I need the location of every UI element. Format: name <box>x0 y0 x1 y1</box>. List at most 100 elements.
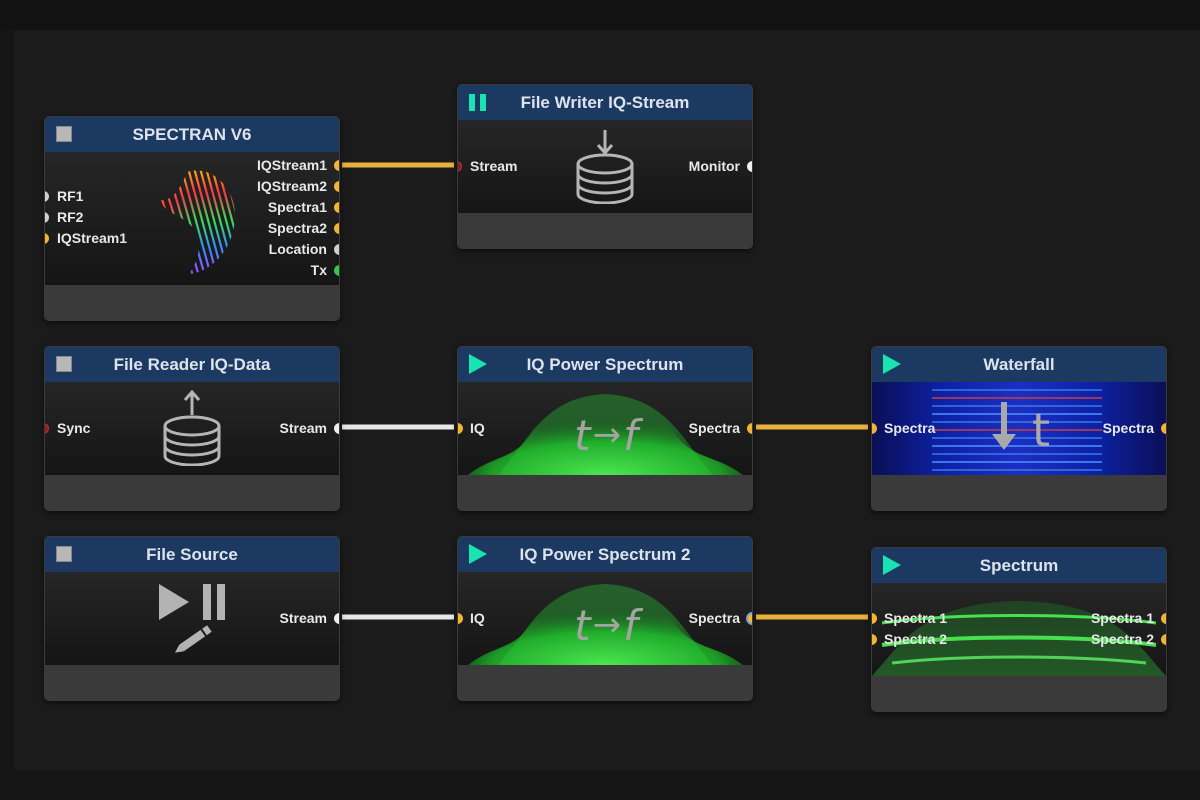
output-label-location: Location <box>268 241 327 257</box>
node-body: t→f <box>458 382 752 475</box>
pause-icon[interactable] <box>469 94 487 111</box>
time-to-frequency-icon: t→f <box>468 584 743 665</box>
node-title: Spectrum <box>979 555 1059 575</box>
output-port-iqstream2[interactable] <box>334 181 339 192</box>
node-iq-power-spectrum-2[interactable]: IQ Power Spectrum 2 t→f IQ Spectra <box>457 536 753 701</box>
output-port-spectra[interactable] <box>747 423 752 434</box>
output-port-spectra2[interactable] <box>334 223 339 234</box>
node-title: Waterfall <box>983 354 1055 374</box>
output-label-spectra-1: Spectra 1 <box>1090 610 1154 626</box>
input-label-spectra-2: Spectra 2 <box>884 631 948 647</box>
node-body: t→f <box>458 572 752 665</box>
output-port-spectra[interactable] <box>746 612 752 625</box>
output-port-monitor[interactable] <box>747 161 752 172</box>
play-pause-edit-icon <box>159 584 225 653</box>
output-port-location[interactable] <box>334 244 339 255</box>
output-label-stream: Stream <box>279 610 327 626</box>
node-footer <box>45 665 339 700</box>
node-footer <box>458 665 752 700</box>
node-body <box>45 382 339 475</box>
node-title: IQ Power Spectrum <box>526 354 684 374</box>
output-label-tx: Tx <box>310 262 327 278</box>
node-body <box>458 120 752 213</box>
input-label-spectra-1: Spectra 1 <box>884 610 948 626</box>
node-spectran-v6[interactable]: SPECTRAN V6 <box>44 116 340 321</box>
rainbow-logo-icon <box>159 170 236 274</box>
output-label-spectra1: Spectra1 <box>267 199 327 215</box>
input-port-rf1[interactable] <box>45 191 49 202</box>
output-port-spectra-2[interactable] <box>1161 634 1166 645</box>
node-footer <box>458 475 752 510</box>
node-header: File Writer IQ-Stream <box>458 85 752 120</box>
output-port-spectra1[interactable] <box>334 202 339 213</box>
stop-icon[interactable] <box>56 356 72 372</box>
output-label-monitor: Monitor <box>688 158 740 174</box>
output-port-spectra-1[interactable] <box>1161 613 1166 624</box>
node-title: File Reader IQ-Data <box>113 354 271 374</box>
output-port-stream[interactable] <box>334 423 339 434</box>
node-file-writer-iq-stream[interactable]: File Writer IQ-Stream Stream Monitor <box>457 84 753 249</box>
node-body <box>872 583 1166 676</box>
input-label-rf1: RF1 <box>57 188 84 204</box>
stop-icon[interactable] <box>56 546 72 562</box>
input-port-rf2[interactable] <box>45 212 49 223</box>
node-footer <box>872 475 1166 510</box>
output-label-spectra: Spectra <box>688 610 740 626</box>
node-footer <box>45 475 339 510</box>
output-label-iqstream2: IQStream2 <box>256 178 327 194</box>
node-footer <box>872 676 1166 711</box>
node-title: File Writer IQ-Stream <box>520 92 690 112</box>
node-waterfall[interactable]: Waterfall t Spectra <box>871 346 1167 511</box>
output-port-iqstream1[interactable] <box>334 160 339 171</box>
node-body <box>45 152 339 285</box>
node-file-reader-iq-data[interactable]: File Reader IQ-Data Sync Stream <box>44 346 340 511</box>
svg-text:t: t <box>1032 403 1050 457</box>
input-label-iqstream1: IQStream1 <box>57 230 128 246</box>
node-title: File Source <box>146 544 238 564</box>
node-header: IQ Power Spectrum <box>458 347 752 382</box>
output-label-spectra: Spectra <box>1102 420 1154 436</box>
output-port-spectra[interactable] <box>1161 423 1166 434</box>
input-label-sync: Sync <box>57 420 91 436</box>
node-title: SPECTRAN V6 <box>132 124 252 144</box>
disk-write-icon <box>576 130 634 204</box>
svg-text:t→f: t→f <box>574 601 644 650</box>
spectrum-display-icon <box>872 601 1166 676</box>
node-footer <box>45 285 339 320</box>
input-port-iq[interactable] <box>458 613 463 624</box>
node-spectrum[interactable]: Spectrum Spectra 1 Spectra 2 Spectra 1 S… <box>871 547 1167 712</box>
time-to-frequency-icon: t→f <box>468 394 743 475</box>
output-label-iqstream1: IQStream1 <box>256 157 327 173</box>
output-label-spectra2: Spectra2 <box>267 220 327 236</box>
node-header: Spectrum <box>872 548 1166 583</box>
output-port-tx[interactable] <box>334 265 339 276</box>
input-port-spectra-2[interactable] <box>872 634 877 645</box>
play-icon[interactable] <box>883 354 901 374</box>
output-label-spectra-2: Spectra 2 <box>1090 631 1154 647</box>
stop-icon[interactable] <box>56 126 72 142</box>
node-header: File Source <box>45 537 339 572</box>
input-label-iq: IQ <box>470 420 485 436</box>
input-port-iq[interactable] <box>458 423 463 434</box>
input-port-iqstream1[interactable] <box>45 233 49 244</box>
node-body <box>45 572 339 665</box>
node-file-source[interactable]: File Source Stream <box>44 536 340 701</box>
node-header: IQ Power Spectrum 2 <box>458 537 752 572</box>
node-iq-power-spectrum[interactable]: IQ Power Spectrum t→f IQ Spectra <box>457 346 753 511</box>
output-port-stream[interactable] <box>334 613 339 624</box>
play-icon[interactable] <box>883 555 901 575</box>
input-label-spectra: Spectra <box>884 420 936 436</box>
output-label-stream: Stream <box>279 420 327 436</box>
node-header: Waterfall <box>872 347 1166 382</box>
node-body: t <box>872 382 1166 475</box>
input-port-spectra[interactable] <box>872 423 877 434</box>
node-header: File Reader IQ-Data <box>45 347 339 382</box>
node-title: IQ Power Spectrum 2 <box>519 544 691 564</box>
input-label-rf2: RF2 <box>57 209 84 225</box>
waterfall-time-icon: t <box>932 389 1102 471</box>
play-icon[interactable] <box>469 544 487 564</box>
input-port-spectra-1[interactable] <box>872 613 877 624</box>
svg-text:t→f: t→f <box>574 411 644 460</box>
play-icon[interactable] <box>469 354 487 374</box>
input-label-stream: Stream <box>470 158 518 174</box>
